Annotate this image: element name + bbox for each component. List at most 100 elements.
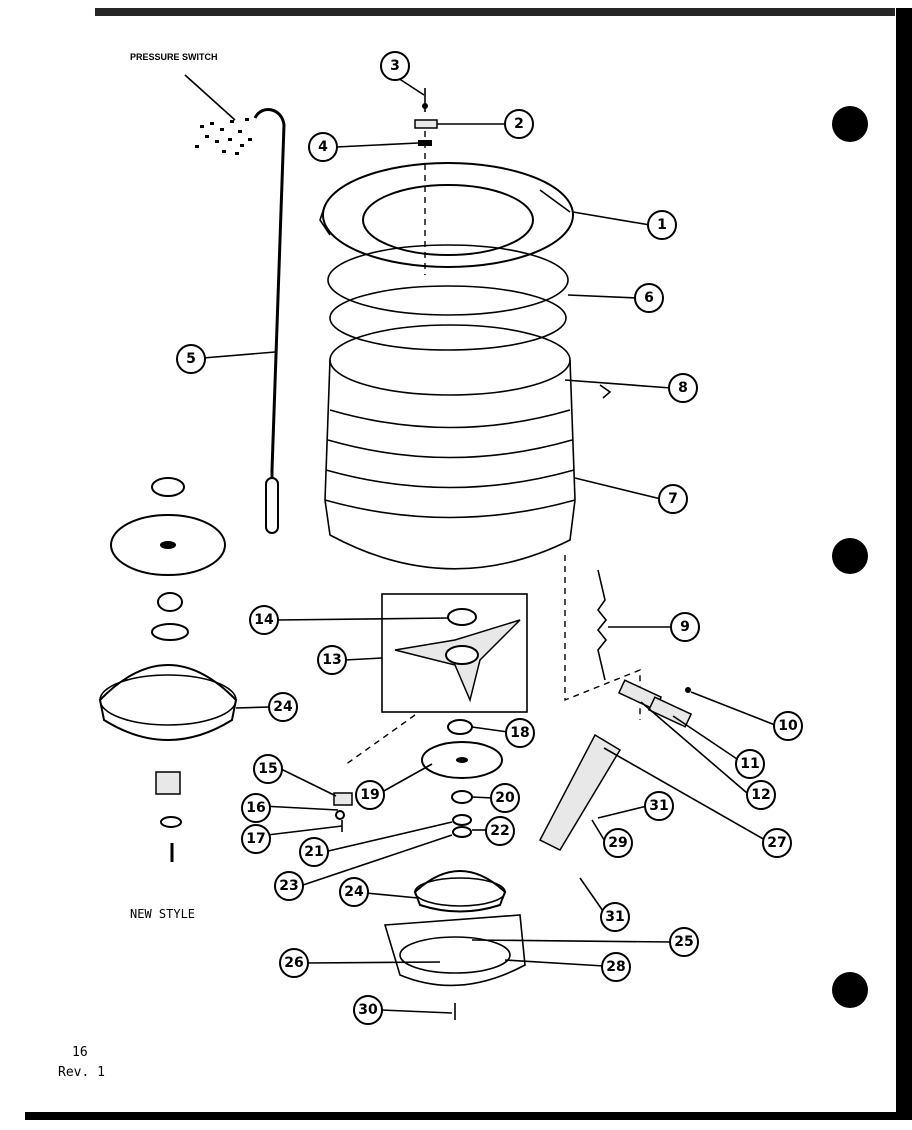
bottom-scan-edge [25,1112,912,1120]
callout-15: 15 [253,754,283,784]
hub-assembly-box [381,593,528,713]
callout-18: 18 [505,718,535,748]
right-scan-edge [896,8,912,1118]
svg-text:15: 15 [258,761,277,777]
new-style-seal-part [151,477,185,497]
callout-24-left: 24 [268,692,298,722]
binder-hole-bottom [832,972,868,1008]
pressure-hose-part [253,108,286,534]
clip-part [414,119,438,129]
svg-text:10: 10 [778,718,798,734]
clip-fastener-part [599,384,612,399]
spline-stack-part [452,814,472,838]
pressure-switch-part [184,74,252,155]
top-scan-edge [95,8,895,16]
new-style-nut-part [160,816,182,828]
svg-text:5: 5 [186,351,196,367]
callout-28: 28 [601,952,631,982]
callout-1: 1 [647,210,677,240]
callout-13: 13 [317,645,347,675]
svg-text:6: 6 [644,290,654,306]
callout-16: 16 [241,793,271,823]
svg-text:2: 2 [514,116,524,132]
svg-text:9: 9 [680,619,690,635]
callout-3: 3 [380,51,410,81]
svg-text:12: 12 [751,787,770,803]
page-number: 16 [72,1045,88,1060]
svg-text:27: 27 [767,835,786,851]
svg-text:21: 21 [304,844,323,860]
spider-hub-part [394,608,521,703]
callout-4: 4 [308,132,338,162]
callout-26: 26 [279,948,309,978]
svg-text:23: 23 [279,878,298,894]
svg-text:17: 17 [246,831,265,847]
callout-6: 6 [634,283,664,313]
pressure-switch-label: PRESSURE SWITCH [130,52,218,62]
new-style-drive-plate-part [110,514,226,576]
tub-cover-ring-part [319,162,574,268]
bearing-part [451,790,473,804]
svg-text:22: 22 [490,823,509,839]
new-style-transmission-housing-part [98,664,238,741]
callout-7: 7 [658,484,688,514]
new-style-washer-part [151,623,189,641]
svg-text:29: 29 [608,835,627,851]
callout-25: 25 [669,927,699,957]
svg-text:7: 7 [668,491,678,507]
bracket-parts [617,679,693,728]
new-style-coupling-part [155,771,181,795]
svg-text:19: 19 [360,787,379,803]
mounting-base-part [383,914,526,987]
washer-part [418,140,432,146]
binder-hole-top [832,106,868,142]
callout-27: 30 [353,995,383,1025]
callout-2: 2 [504,109,534,139]
svg-text:14: 14 [254,612,274,628]
hose-clamp-parts [333,792,353,832]
tub-seal-ring-upper [327,244,569,316]
callout-14: 14 [249,605,279,635]
support-leg-part [538,733,622,851]
callout-29: 27 [762,828,792,858]
svg-text:24: 24 [344,884,364,900]
callout-8: 8 [668,373,698,403]
outer-tub-part [324,324,576,570]
seal-part [447,719,473,735]
svg-text:18: 18 [510,725,529,741]
callout-10: 10 [773,711,803,741]
new-style-bearing-part [157,592,183,612]
svg-text:8: 8 [678,380,688,396]
svg-text:16: 16 [246,800,265,816]
svg-text:4: 4 [318,139,328,155]
revision-label: Rev. 1 [58,1065,105,1080]
callout-20: 20 [490,783,520,813]
transmission-housing-part [413,870,507,913]
svg-text:31: 31 [605,909,624,925]
callout-21: 21 [299,837,329,867]
tub-seal-ring-lower [329,285,567,351]
svg-text:30: 30 [358,1002,378,1018]
callout-31-upper: 31 [644,791,674,821]
leader-lines [202,75,776,1014]
callout-5: 5 [176,344,206,374]
screw-part [422,88,428,112]
callout-23: 23 [274,871,304,901]
callout-30: 29 [603,828,633,858]
new-style-label: NEW STYLE [130,907,195,921]
callout-24-center: 24 [339,877,369,907]
callout-17: 17 [241,824,271,854]
callout-12: 12 [746,780,776,810]
callout-9: 9 [670,612,700,642]
binder-hole-middle [832,538,868,574]
svg-text:3: 3 [390,58,400,74]
suspension-spring-part [596,569,608,681]
callout-22: 22 [485,816,515,846]
svg-text:11: 11 [740,756,759,772]
svg-text:24: 24 [273,699,293,715]
svg-text:31: 31 [649,798,668,814]
callout-31-lower: 31 [600,902,630,932]
svg-text:20: 20 [495,790,515,806]
svg-text:26: 26 [284,955,303,971]
